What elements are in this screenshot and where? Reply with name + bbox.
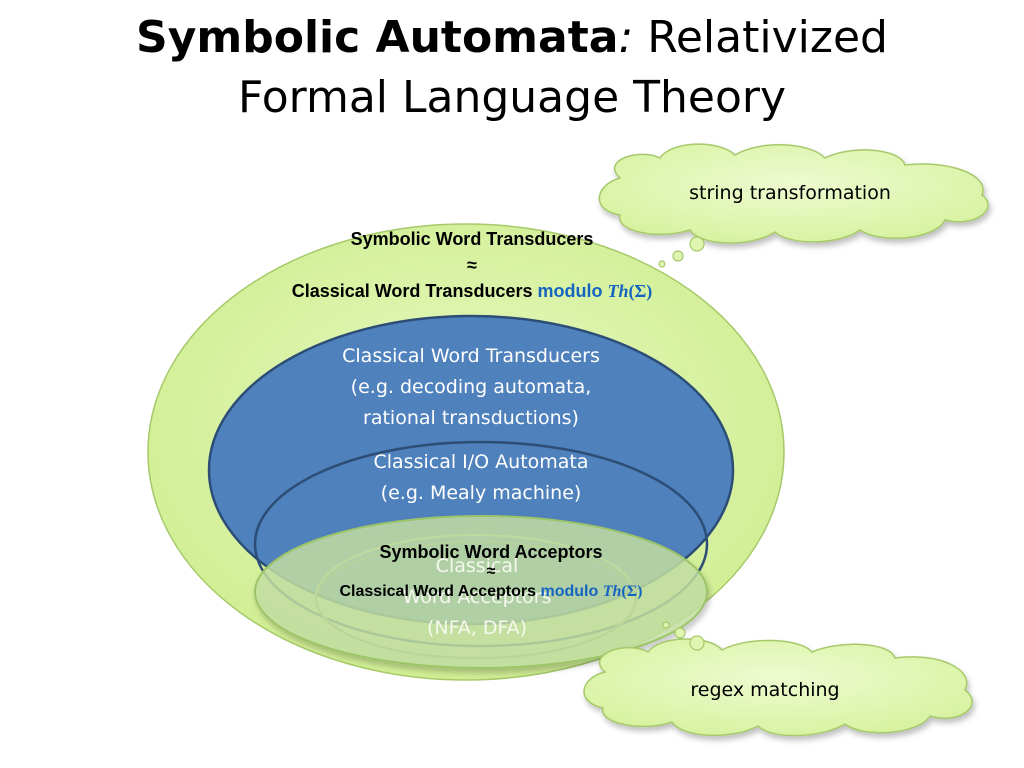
outer-modulo-label: modulo bbox=[537, 281, 603, 301]
cloud-top-text: string transformation bbox=[689, 182, 891, 204]
blue-ellipse-label: Classical Word Transducers (e.g. decodin… bbox=[271, 341, 671, 434]
blue-line1: Classical Word Transducers bbox=[342, 345, 600, 367]
blue-line2: (e.g. decoding automata, bbox=[350, 376, 592, 398]
io-line2: (e.g. Mealy machine) bbox=[380, 482, 582, 504]
symbolic-acceptors-line3: Classical Word Acceptors modulo Th(Σ) bbox=[241, 581, 741, 603]
classical-acceptors-label: Classical Word Acceptors (NFA, DFA) bbox=[327, 551, 627, 644]
cloud-bottom-text: regex matching bbox=[690, 679, 840, 701]
symbolic-acceptors-classical: Classical Word Acceptors bbox=[339, 583, 537, 600]
symbolic-acceptors-sigma: (Σ) bbox=[621, 583, 643, 600]
outer-classical-label: Classical Word Transducers bbox=[291, 281, 533, 301]
io-line1: Classical I/O Automata bbox=[373, 451, 589, 473]
title-rest: Relativized bbox=[633, 12, 888, 63]
symbolic-acceptors-approx: ≈ bbox=[486, 563, 496, 580]
cloud-top-bubble-small bbox=[658, 260, 666, 268]
title-bold: Symbolic Automata bbox=[136, 12, 619, 63]
acceptors-line3: (NFA, DFA) bbox=[426, 617, 528, 639]
cloud-top-bubble-large bbox=[689, 236, 705, 252]
cloud-bottom-bubble-large bbox=[689, 635, 705, 651]
outer-classical-modulo-line: Classical Word Transducers modulo Th(Σ) bbox=[200, 278, 744, 304]
symbolic-acceptors-th: Th bbox=[602, 583, 622, 600]
acceptors-ellipse-inner-line bbox=[315, 541, 637, 659]
acceptors-line1: Classical bbox=[435, 555, 519, 577]
outer-th-label: Th bbox=[607, 281, 629, 301]
title-colon: : bbox=[618, 12, 634, 63]
symbolic-acceptors-ellipse bbox=[254, 515, 708, 669]
io-automata-label: Classical I/O Automata (e.g. Mealy machi… bbox=[281, 447, 681, 509]
cloud-bottom bbox=[583, 638, 973, 737]
symbolic-acceptors-label: Symbolic Word Acceptors ≈ Classical Word… bbox=[241, 541, 741, 603]
cloud-top bbox=[598, 143, 989, 244]
outer-sigma-label: (Σ) bbox=[628, 281, 653, 301]
cloud-bottom-bubble-medium bbox=[674, 627, 686, 639]
symbolic-word-transducers-label: Symbolic Word Transducers bbox=[350, 229, 594, 249]
outer-ellipse-label: Symbolic Word Transducers ≈ Classical Wo… bbox=[200, 226, 744, 304]
symbolic-acceptors-modulo: modulo bbox=[540, 583, 599, 600]
cloud-top-bubble-medium bbox=[672, 250, 684, 262]
cloud-bottom-bubble-small bbox=[662, 621, 670, 629]
title-line2: Formal Language Theory bbox=[237, 72, 787, 123]
acceptors-line2: Word Acceptors bbox=[402, 586, 552, 608]
symbolic-acceptors-line1: Symbolic Word Acceptors bbox=[379, 542, 603, 562]
slide-title: Symbolic Automata: Relativized Formal La… bbox=[0, 8, 1024, 128]
outer-approx-symbol: ≈ bbox=[467, 255, 477, 275]
blue-line3: rational transductions) bbox=[363, 407, 579, 429]
